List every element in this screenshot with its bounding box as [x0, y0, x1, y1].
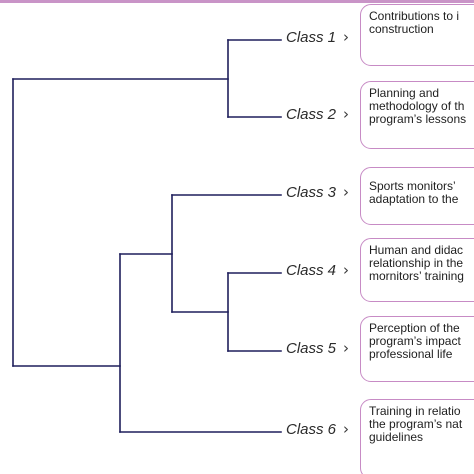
class-5-label: Class 5: [286, 340, 337, 357]
class-3-description: Sports monitors’ adaptation to the: [369, 179, 459, 206]
chevron-right-icon: ›: [343, 105, 349, 123]
chevron-right-icon: ›: [343, 420, 349, 438]
class-4-description: Human and didac relationship in the morn…: [369, 243, 464, 283]
class-6-description-box: Training in relatio the program’s nat gu…: [360, 399, 474, 474]
chevron-right-icon: ›: [343, 28, 349, 46]
top-accent-rule: [0, 0, 474, 3]
class-4-label: Class 4: [286, 262, 337, 279]
class-6-description: Training in relatio the program’s nat gu…: [369, 404, 463, 444]
class-3-label: Class 3: [286, 184, 337, 201]
class-3-description-box: Sports monitors’ adaptation to the: [360, 167, 474, 225]
class-1-description-box: Contributions to i construction: [360, 4, 474, 66]
class-6-label: Class 6: [286, 421, 337, 438]
class-2-label: Class 2: [286, 106, 337, 123]
class-5-description-box: Perception of the program’s impact profe…: [360, 316, 474, 382]
class-2-description: Planning and methodology of th program’s…: [369, 86, 467, 126]
class-4-description-box: Human and didac relationship in the morn…: [360, 238, 474, 302]
chevron-right-icon: ›: [343, 339, 349, 357]
class-1-description: Contributions to i construction: [369, 9, 460, 36]
chevron-right-icon: ›: [343, 183, 349, 201]
chevron-right-icon: ›: [343, 261, 349, 279]
class-2-description-box: Planning and methodology of th program’s…: [360, 81, 474, 149]
class-1-label: Class 1: [286, 29, 337, 46]
class-5-description: Perception of the program’s impact profe…: [369, 321, 461, 361]
